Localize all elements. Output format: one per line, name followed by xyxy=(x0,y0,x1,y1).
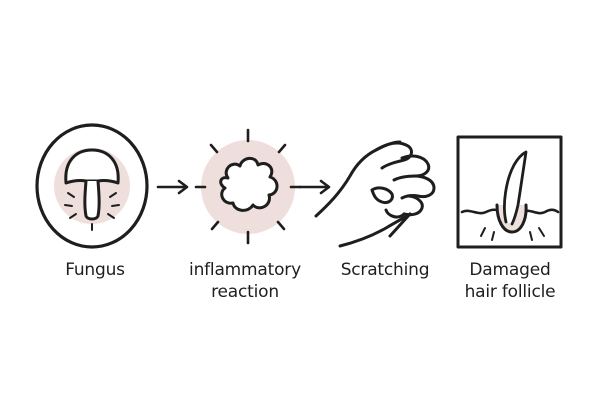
step-label-scratching: Scratching xyxy=(325,259,445,281)
step-label-fungus: Fungus xyxy=(40,259,150,281)
hair-follicle-icon xyxy=(456,135,563,249)
arrow-right-icon xyxy=(156,179,189,195)
step-label-line: Scratching xyxy=(340,260,430,280)
step-label-line: hair follicle xyxy=(464,282,556,302)
step-label-line: Fungus xyxy=(65,260,125,280)
step-label-line: reaction xyxy=(211,282,279,302)
step-label-damaged-hair-follicle: Damaged hair follicle xyxy=(450,259,570,303)
step-label-line: Damaged xyxy=(469,260,551,280)
inflammation-burst-icon xyxy=(194,128,302,245)
scratching-hand-icon xyxy=(314,140,436,248)
step-label-line: inflammatory xyxy=(189,260,301,280)
step-label-inflammatory-reaction: inflammatory reaction xyxy=(180,259,310,303)
arrow-right-icon xyxy=(298,179,331,195)
mushroom-icon xyxy=(35,123,149,249)
